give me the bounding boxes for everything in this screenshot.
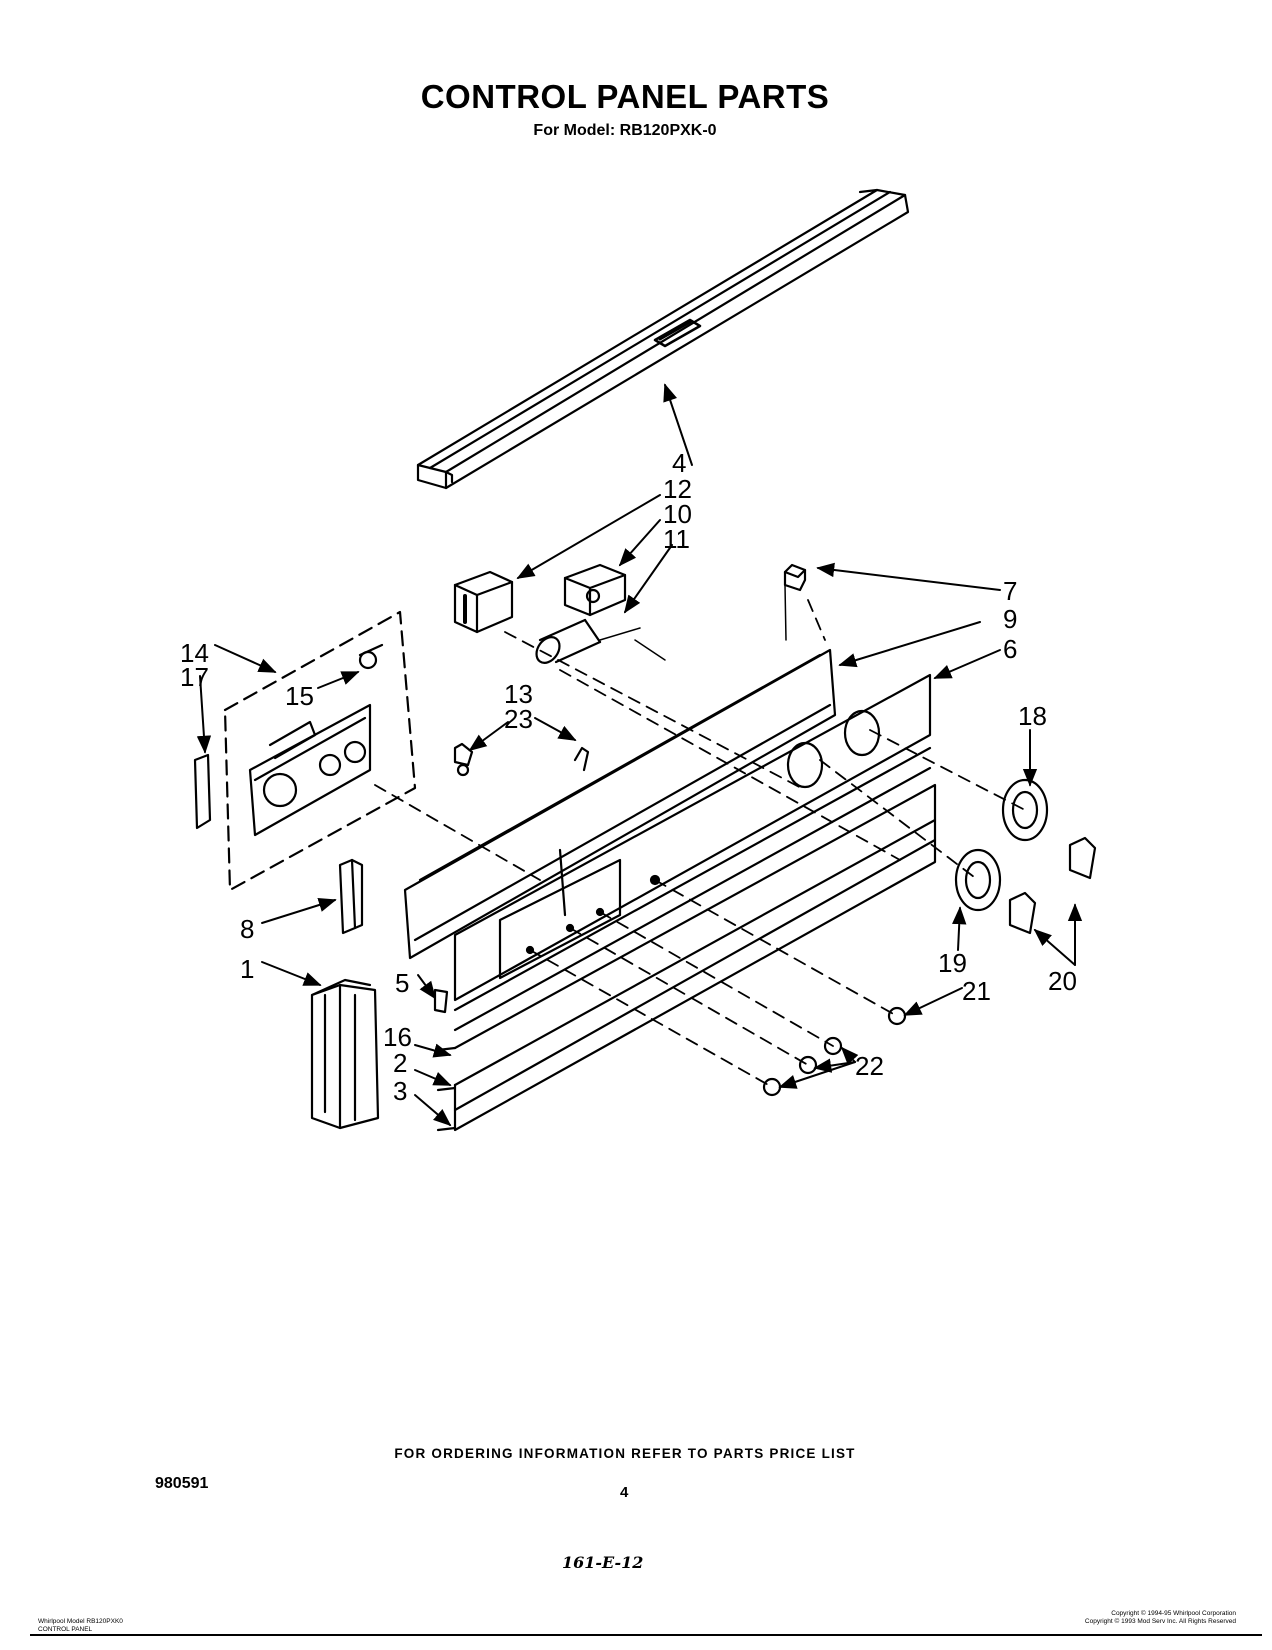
clip-part-5 <box>433 988 449 1014</box>
top-trim-channel <box>416 188 910 490</box>
terminal-block <box>310 978 380 1130</box>
handwritten-note: 161-E-12 <box>562 1553 644 1572</box>
cylinder-part-11 <box>535 618 666 664</box>
footer-divider <box>30 1634 1262 1636</box>
bracket-part-8 <box>338 858 364 935</box>
callout-6: 6 <box>1003 634 1017 664</box>
model-subtitle: For Model: RB120PXK-0 <box>533 122 717 139</box>
page-title: CONTROL PANEL PARTS <box>420 78 830 115</box>
callout-2: 2 <box>393 1048 407 1078</box>
callout-10: 10 <box>663 499 692 529</box>
callout-16: 16 <box>383 1022 412 1052</box>
callout-20: 20 <box>1048 966 1077 996</box>
clip-part-7 <box>783 563 807 592</box>
callout-15: 15 <box>285 681 314 711</box>
footer-model-line: Whirlpool Model RB120PXK0 <box>38 1618 123 1625</box>
callout-4: 4 <box>672 448 686 478</box>
callout-22: 22 <box>855 1051 884 1081</box>
callout-7: 7 <box>1003 576 1017 606</box>
ordering-note: FOR ORDERING INFORMATION REFER TO PARTS … <box>394 1446 856 1461</box>
callout-1: 1 <box>240 954 254 984</box>
clock-assembly <box>193 610 417 892</box>
copyright-line-1: Copyright © 1994-95 Whirlpool Corporatio… <box>1111 1610 1236 1617</box>
footer-copyright: Copyright © 1994-95 Whirlpool Corporatio… <box>1085 1610 1236 1626</box>
lower-trim-rails <box>436 746 937 1132</box>
footer-section-line: CONTROL PANEL <box>38 1626 93 1633</box>
callout-18: 18 <box>1018 701 1047 731</box>
knobs <box>1008 836 1097 935</box>
callout-17: 17 <box>180 662 209 692</box>
callout-12: 12 <box>663 474 692 504</box>
callout-3: 3 <box>393 1076 407 1106</box>
callout-13: 13 <box>504 679 533 709</box>
leader-arrows <box>196 383 1083 1127</box>
callout-11: 11 <box>663 524 690 554</box>
callout-labels: 4 12 10 11 7 9 6 14 17 15 13 23 18 8 1 5… <box>180 448 1077 1106</box>
copyright-line-2: Copyright © 1993 Mod Serv Inc. All Right… <box>1084 1618 1236 1625</box>
escutcheon-panel <box>453 673 932 1002</box>
footer-model-info: Whirlpool Model RB120PXK0 CONTROL PANEL <box>38 1618 123 1634</box>
switch-part-13 <box>453 742 590 777</box>
callout-23: 23 <box>504 704 533 734</box>
control-panel-strip <box>403 584 837 960</box>
callout-8: 8 <box>240 914 254 944</box>
page-number: 4 <box>620 1484 629 1501</box>
alignment-lines <box>374 599 1026 1088</box>
callout-21: 21 <box>962 976 991 1006</box>
document-number: 980591 <box>155 1475 209 1492</box>
callout-9: 9 <box>1003 604 1017 634</box>
knob-rings <box>954 778 1049 912</box>
switch-part <box>453 570 514 634</box>
callout-14: 14 <box>180 638 209 668</box>
switch-part-10 <box>563 563 627 617</box>
callout-5: 5 <box>395 968 409 998</box>
callout-19: 19 <box>938 948 967 978</box>
